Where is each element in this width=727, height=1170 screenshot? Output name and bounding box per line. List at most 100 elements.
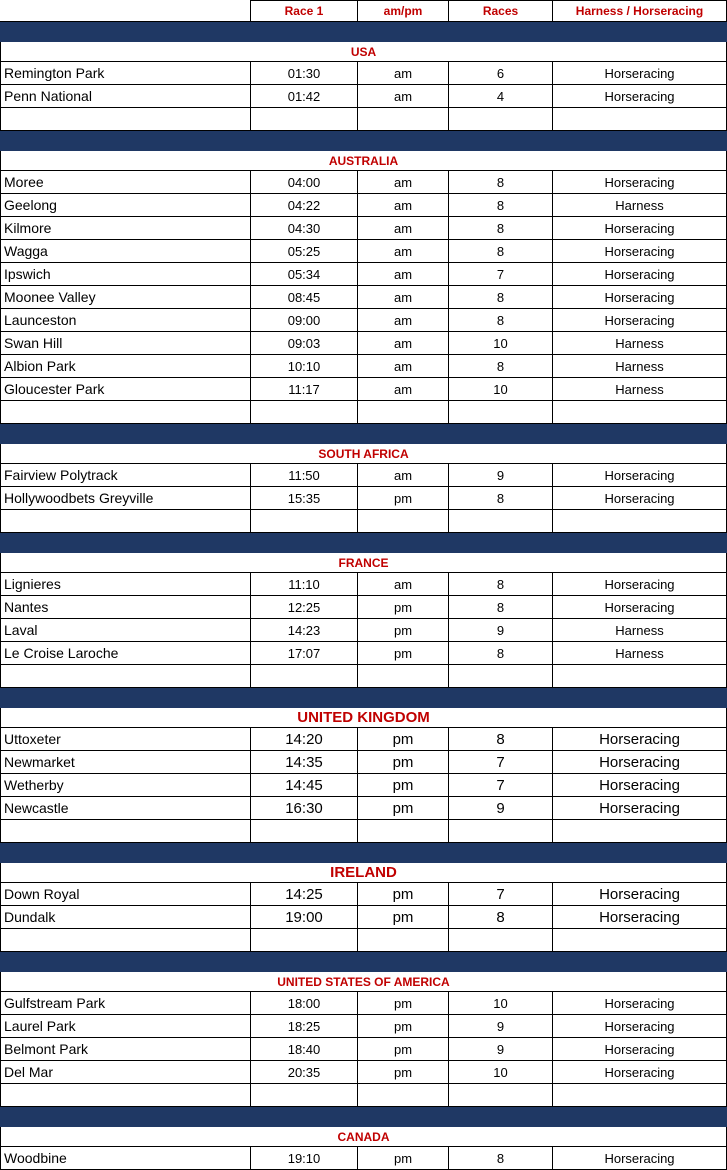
race-type-cell: Horseracing	[552, 262, 727, 286]
header-races: Races	[448, 0, 553, 22]
race-type-cell: Horseracing	[552, 1146, 727, 1170]
venue-cell: Launceston	[0, 308, 251, 332]
country-name: USA	[0, 41, 727, 62]
country-name: UNITED KINGDOM	[0, 707, 727, 728]
ampm-cell: am	[357, 572, 449, 596]
race1-time-cell: 05:25	[250, 239, 358, 263]
blank-cell	[0, 509, 251, 533]
races-cell: 8	[448, 486, 553, 510]
section-band	[0, 842, 727, 863]
country-name: IRELAND	[0, 862, 727, 883]
race-type-cell: Harness	[552, 193, 727, 217]
section-band	[0, 21, 727, 42]
blank-cell	[0, 819, 251, 843]
venue-cell: Swan Hill	[0, 331, 251, 355]
ampm-cell: am	[357, 170, 449, 194]
race-type-cell: Horseracing	[552, 84, 727, 108]
ampm-cell: pm	[357, 882, 449, 906]
ampm-cell: pm	[357, 796, 449, 820]
blank-row	[0, 819, 727, 843]
ampm-cell: am	[357, 308, 449, 332]
section-band-cell	[0, 423, 727, 444]
blank-cell	[552, 1083, 727, 1107]
venue-cell: Down Royal	[0, 882, 251, 906]
race-type-cell: Horseracing	[552, 1037, 727, 1061]
races-cell: 7	[448, 750, 553, 774]
blank-cell	[0, 928, 251, 952]
race1-time-cell: 01:42	[250, 84, 358, 108]
race1-time-cell: 04:30	[250, 216, 358, 240]
race1-time-cell: 14:45	[250, 773, 358, 797]
section-band-cell	[0, 130, 727, 151]
races-cell: 8	[448, 1146, 553, 1170]
races-cell: 8	[448, 641, 553, 665]
race1-time-cell: 11:50	[250, 463, 358, 487]
venue-cell: Fairview Polytrack	[0, 463, 251, 487]
section-band	[0, 687, 727, 708]
country-row: AUSTRALIA	[0, 150, 727, 171]
blank-row	[0, 928, 727, 952]
ampm-cell: pm	[357, 595, 449, 619]
blank-row	[0, 400, 727, 424]
venue-cell: Le Croise Laroche	[0, 641, 251, 665]
ampm-cell: am	[357, 331, 449, 355]
blank-cell	[448, 928, 553, 952]
section-band	[0, 1106, 727, 1127]
race1-time-cell: 11:17	[250, 377, 358, 401]
section-band-cell	[0, 951, 727, 972]
ampm-cell: pm	[357, 1014, 449, 1038]
section-band-cell	[0, 21, 727, 42]
blank-row	[0, 664, 727, 688]
venue-cell: Nantes	[0, 595, 251, 619]
blank-cell	[250, 928, 358, 952]
race1-time-cell: 19:10	[250, 1146, 358, 1170]
blank-cell	[448, 400, 553, 424]
race-type-cell: Horseracing	[552, 905, 727, 929]
blank-cell	[250, 400, 358, 424]
races-cell: 8	[448, 354, 553, 378]
races-cell: 10	[448, 331, 553, 355]
section-band	[0, 532, 727, 553]
ampm-cell: pm	[357, 641, 449, 665]
country-row: IRELAND	[0, 862, 727, 883]
country-row: FRANCE	[0, 552, 727, 573]
race1-time-cell: 11:10	[250, 572, 358, 596]
race-type-cell: Harness	[552, 354, 727, 378]
race1-time-cell: 14:20	[250, 727, 358, 751]
country-name: UNITED STATES OF AMERICA	[0, 971, 727, 992]
blank-row	[0, 509, 727, 533]
races-cell: 8	[448, 572, 553, 596]
blank-cell	[250, 819, 358, 843]
race1-time-cell: 16:30	[250, 796, 358, 820]
ampm-cell: am	[357, 262, 449, 286]
venue-cell: Newmarket	[0, 750, 251, 774]
venue-cell: Dundalk	[0, 905, 251, 929]
blank-cell	[552, 819, 727, 843]
race1-time-cell: 18:40	[250, 1037, 358, 1061]
race-type-cell: Horseracing	[552, 750, 727, 774]
race1-time-cell: 20:35	[250, 1060, 358, 1084]
race1-time-cell: 18:00	[250, 991, 358, 1015]
blank-cell	[357, 928, 449, 952]
race1-time-cell: 01:30	[250, 61, 358, 85]
country-row: CANADA	[0, 1126, 727, 1147]
race1-time-cell: 05:34	[250, 262, 358, 286]
race-type-cell: Horseracing	[552, 572, 727, 596]
races-cell: 7	[448, 262, 553, 286]
race-type-cell: Harness	[552, 331, 727, 355]
race1-time-cell: 17:07	[250, 641, 358, 665]
